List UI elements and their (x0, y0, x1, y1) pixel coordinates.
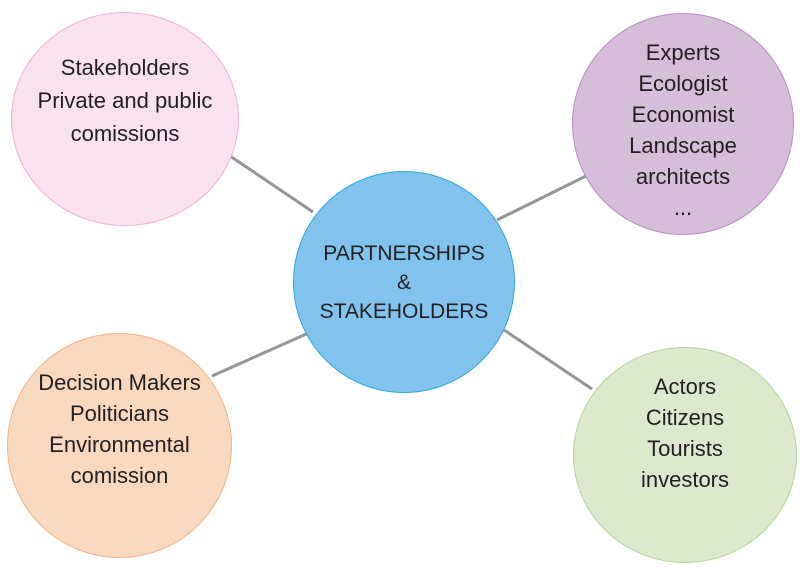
actors-node: Actors Citizens Tourists investors (573, 347, 797, 563)
center-line-3: STAKEHOLDERS (319, 299, 489, 323)
decision-makers-line-3: Environmental (49, 432, 190, 457)
decision-makers-line-2: Politicians (69, 401, 170, 426)
stakeholders-node: Stakeholders Private and public comissio… (11, 12, 239, 226)
stakeholders-line-3: comissions (70, 121, 180, 146)
decision-makers-line-1: Decision Makers (38, 370, 201, 395)
connector-bottom-right (503, 328, 593, 391)
decision-makers-line-4: comission (70, 463, 169, 488)
experts-line-3: Economist (631, 102, 735, 127)
experts-node: Experts Ecologist Economist Landscape ar… (572, 13, 794, 235)
decision-makers-node: Decision Makers Politicians Environmenta… (7, 333, 232, 558)
actors-line-3: Tourists (647, 436, 723, 461)
stakeholders-line-2: Private and public (37, 88, 213, 113)
center-line-1: PARTNERSHIPS (323, 241, 485, 265)
experts-line-2: Ecologist (638, 71, 728, 96)
center-line-2: & (396, 270, 411, 294)
actors-line-1: Actors (653, 374, 717, 399)
connector-bottom-left (211, 329, 314, 378)
actors-line-2: Citizens (645, 405, 725, 430)
stakeholders-line-1: Stakeholders (60, 55, 190, 80)
partnerships-center-node: PARTNERSHIPS & STAKEHOLDERS (293, 171, 515, 393)
experts-line-5: architects (635, 164, 731, 189)
experts-line-6: ... (673, 195, 693, 220)
connector-top-right (496, 174, 587, 222)
actors-line-4: investors (640, 467, 730, 492)
connector-top-left (229, 154, 314, 214)
experts-line-4: Landscape (629, 133, 737, 158)
experts-line-1: Experts (645, 40, 721, 65)
